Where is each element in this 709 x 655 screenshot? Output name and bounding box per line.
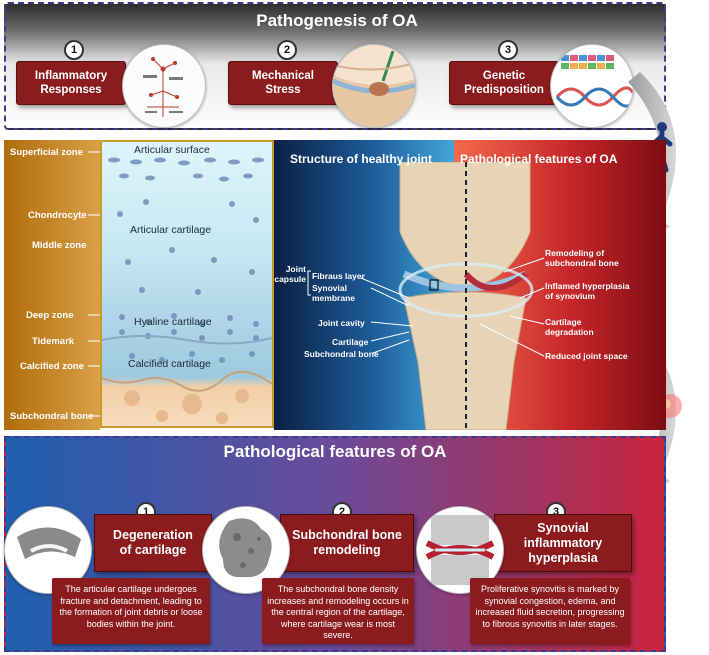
step-2-badge: 2 xyxy=(277,40,297,60)
calcified-zone-label: Calcified zone xyxy=(20,361,84,372)
articular-surface-label: Articular surface xyxy=(134,144,210,156)
mechanical-stress-label: Mechanical Stress xyxy=(252,70,314,96)
mechanical-stress-illustration xyxy=(332,44,416,128)
pathogenesis-panel: Pathogenesis of OA 1 Inflammatory Respon… xyxy=(4,2,666,130)
hyaline-cartilage-label: Hyaline cartilage xyxy=(134,316,212,328)
genetic-predisposition-card: Genetic Predisposition xyxy=(449,61,559,105)
step-3-badge: 3 xyxy=(498,40,518,60)
calcified-cartilage-label: Calcified cartilage xyxy=(128,358,211,370)
articular-cartilage-label: Articular cartilage xyxy=(130,224,212,236)
synovial-hyperplasia-label: Synovial inflammatory hyperplasia xyxy=(523,520,603,565)
cartilage-degeneration-card: Degeneration of cartilage xyxy=(94,514,212,572)
inflammation-pathway-illustration xyxy=(122,44,206,128)
subchondral-bone-image xyxy=(202,506,290,594)
zone-label-column xyxy=(4,140,100,430)
bone-remodeling-description: The subchondral bone density increases a… xyxy=(262,578,414,644)
oa-features-title: Pathological features of OA xyxy=(460,152,618,166)
reduced-joint-space-label: Reduced joint space xyxy=(545,351,628,361)
genetic-predisposition-label: Genetic Predisposition xyxy=(464,70,544,96)
cartilage-degradation-label: Cartilage degradation xyxy=(545,317,594,337)
damaged-cartilage-image xyxy=(4,506,92,594)
cartilage-cross-section: Articular surface Articular cartilage Hy… xyxy=(100,140,274,428)
tidemark-label: Tidemark xyxy=(32,336,75,347)
oa-features-panel-title: Pathological features of OA xyxy=(223,442,447,461)
subchondral-bone-joint-label: Subchondral bone xyxy=(304,349,379,359)
subchondral-bone-label: Subchondral bone xyxy=(10,411,94,422)
fibrous-layer-label: Fibraus layer xyxy=(312,271,365,281)
deep-zone-label: Deep zone xyxy=(26,310,74,321)
dna-illustration xyxy=(550,44,634,128)
remodeling-subchondral-bone-label: Remodeling of subchondral bone xyxy=(545,248,619,268)
superficial-zone-label: Superficial zone xyxy=(10,147,83,158)
inflammatory-responses-label: Inflammatory Responses xyxy=(34,70,108,96)
mechanical-stress-card: Mechanical Stress xyxy=(228,61,338,105)
joint-cavity-label: Joint cavity xyxy=(318,318,365,328)
chondrocyte-label: Chondrocyte xyxy=(28,210,87,221)
step-1-badge: 1 xyxy=(64,40,84,60)
healthy-joint-title: Structure of healthy joint xyxy=(290,152,433,166)
inflamed-synovium-label: Inflamed hyperplasia of synovium xyxy=(545,281,630,301)
cartilage-degeneration-description: The articular cartilage undergoes fractu… xyxy=(52,578,210,644)
synovial-hyperplasia-description: Proliferative synovitis is marked by syn… xyxy=(470,578,630,644)
pathogenesis-title: Pathogenesis of OA xyxy=(256,11,418,30)
capsule-bracket xyxy=(307,270,311,296)
joint-capsule-label: Joint capsule xyxy=(274,264,306,284)
bone-remodeling-label: Subchondral bone remodeling xyxy=(292,528,402,557)
oa-pointer-lines xyxy=(479,257,545,357)
healthy-pointer-lines xyxy=(360,277,414,354)
cartilage-label: Cartilage xyxy=(332,337,369,347)
synovial-hyperplasia-card: Synovial inflammatory hyperplasia xyxy=(494,514,632,572)
joint-structure-panel: Superficial zone Chondrocyte Middle zone… xyxy=(4,140,666,430)
inflammatory-responses-card: Inflammatory Responses xyxy=(16,61,126,105)
middle-zone-label: Middle zone xyxy=(32,240,87,251)
cartilage-degeneration-label: Degeneration of cartilage xyxy=(113,528,193,557)
knee-joint-illustration xyxy=(398,162,534,430)
synovial-membrane-label: Synovial membrane xyxy=(312,283,355,303)
cartilage-cells-illustration xyxy=(102,157,272,424)
oa-features-panel: Pathological features of OA 1 Degenerati… xyxy=(4,436,666,652)
bone-remodeling-card: Subchondral bone remodeling xyxy=(280,514,414,572)
